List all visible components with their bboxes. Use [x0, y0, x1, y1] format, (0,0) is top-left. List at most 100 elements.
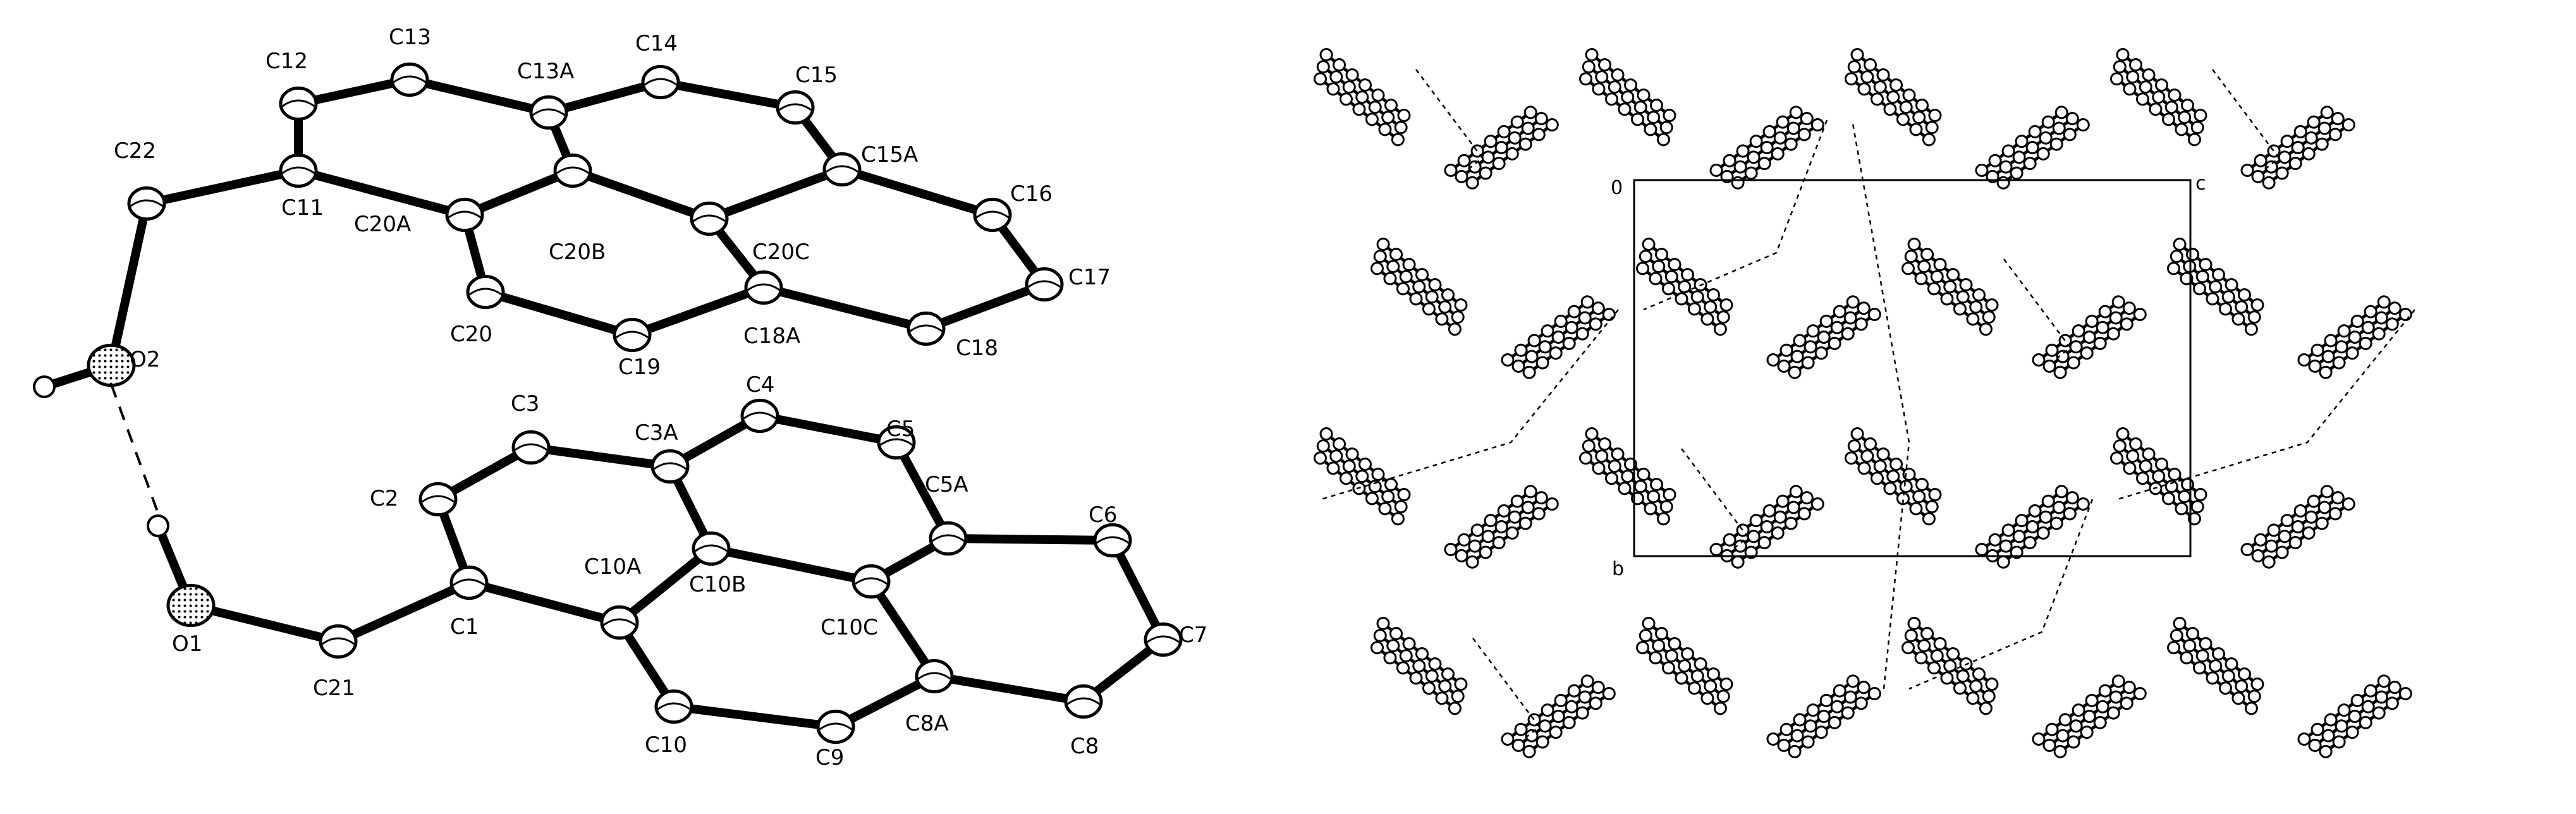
packing-h-bond — [1908, 499, 2094, 690]
atom-label-C3: C3 — [511, 391, 539, 416]
atom-label-C10C: C10C — [821, 615, 878, 640]
atom-shading-C13A — [532, 108, 566, 116]
atoms — [33, 62, 1183, 744]
atom-label-C6: C6 — [1089, 502, 1117, 528]
atom-label-C11: C11 — [281, 195, 324, 221]
atom-C18 — [906, 311, 946, 346]
atom-label-C4: C4 — [746, 372, 774, 398]
packed-molecule — [1709, 485, 1824, 569]
atom-C14 — [641, 64, 680, 100]
atom-O2 — [87, 343, 136, 387]
atom-H-O2 — [33, 375, 56, 398]
atom-shading-C12 — [281, 99, 315, 107]
atom-shading-C5 — [879, 438, 913, 446]
atom-shading-C16 — [975, 210, 1010, 219]
atom-C7 — [1144, 622, 1183, 657]
atom-label-C14: C14 — [635, 31, 678, 56]
atom-C4 — [740, 398, 779, 434]
atom-shading-C8 — [1066, 697, 1101, 705]
atom-C15 — [776, 90, 815, 125]
atom-C10C — [852, 564, 891, 599]
atom-label-C18: C18 — [956, 336, 998, 361]
packed-molecule — [1975, 485, 2090, 569]
bond-C14-C15 — [656, 78, 800, 112]
bond-C8A-C10C — [867, 577, 939, 681]
hydrogen-bond-O2-H1 — [110, 384, 159, 514]
axis-label-b: b — [1612, 558, 1624, 580]
atom-shading-C10B — [694, 544, 728, 552]
packed-molecule — [1444, 106, 1559, 190]
atom-shading-C15 — [778, 103, 812, 111]
atom-shading-C14 — [644, 78, 678, 86]
atom-shading-C20 — [468, 288, 503, 296]
atom-C20B — [553, 153, 592, 188]
atom-shading-C1 — [452, 578, 486, 586]
atom-C3A — [650, 449, 690, 484]
packed-molecule — [2109, 48, 2207, 147]
atom-label-C8A: C8A — [905, 711, 949, 736]
atom-label-C20C: C20C — [752, 240, 810, 265]
packed-molecule — [2109, 427, 2207, 526]
packed-molecule — [2166, 617, 2264, 715]
atom-C10B — [692, 531, 731, 566]
atom-C10 — [654, 689, 693, 724]
atom-C10A — [600, 605, 639, 640]
bond-C11-C22 — [142, 166, 303, 208]
atom-label-O1: O1 — [172, 631, 202, 657]
bond-C4-C5 — [755, 411, 901, 447]
packed-molecule — [2032, 295, 2147, 379]
unit-cell-box — [1633, 179, 2192, 557]
atom-C5 — [877, 425, 916, 460]
packing-diagram: 0 c b — [1313, 48, 2415, 758]
atom-shading-C5A — [931, 534, 965, 542]
packing-h-bond — [1681, 448, 1749, 550]
packed-molecule — [1313, 427, 1411, 526]
atom-label-C18A: C18A — [743, 324, 800, 349]
atom-shading-C19 — [615, 331, 649, 339]
packed-molecule — [2240, 485, 2355, 569]
packing-hydrogen-bonds — [1321, 69, 2415, 740]
bond-C18-C18A — [759, 283, 931, 333]
packing-h-bond — [1415, 69, 1484, 171]
packed-molecule — [2032, 674, 2147, 758]
atom-C15A — [822, 152, 862, 187]
bond-C8-C8A — [930, 672, 1088, 706]
atom-shading-C2 — [421, 495, 455, 503]
atom-label-C12: C12 — [266, 49, 308, 74]
atom-label-C15A: C15A — [861, 142, 918, 167]
atom-H-O1 — [147, 514, 169, 537]
atom-C8A — [915, 659, 954, 694]
atom-shading-C3 — [514, 443, 548, 451]
bond-C3A-C3 — [527, 443, 675, 471]
atom-shading-C10 — [657, 702, 691, 710]
packed-molecule — [2166, 238, 2264, 336]
packed-molecule — [1844, 48, 1942, 147]
bond-C21-O1 — [186, 601, 343, 646]
atom-label-C10B: C10B — [689, 572, 746, 597]
atom-C20 — [466, 274, 505, 310]
packing-h-bond — [1643, 119, 1828, 311]
packing-h-bond — [2003, 258, 2072, 361]
atom-shading-C20C — [692, 214, 726, 222]
atom-label-C5: C5 — [886, 416, 915, 442]
atom-C2 — [418, 482, 458, 517]
atom-shading-C4 — [743, 411, 777, 420]
packed-molecule — [1635, 617, 1733, 715]
atom-shading-C8A — [917, 672, 951, 680]
atom-C8 — [1064, 684, 1103, 719]
atom-C12 — [279, 86, 318, 121]
atom-shading-C22 — [130, 199, 164, 207]
atom-label-C3A: C3A — [635, 420, 678, 446]
atom-shading-C9 — [819, 722, 853, 731]
packed-molecule — [1635, 238, 1733, 336]
packed-molecule — [1578, 427, 1676, 526]
packed-molecule — [1766, 295, 1881, 379]
atom-label-C17: C17 — [1068, 265, 1111, 290]
atom-label-C10: C10 — [645, 732, 687, 758]
atom-shading-C20A — [448, 210, 482, 219]
axis-label-c: c — [2195, 173, 2206, 195]
bond-C22-O2 — [107, 199, 151, 370]
atom-C21 — [319, 624, 358, 659]
packed-molecule — [1901, 238, 1999, 336]
